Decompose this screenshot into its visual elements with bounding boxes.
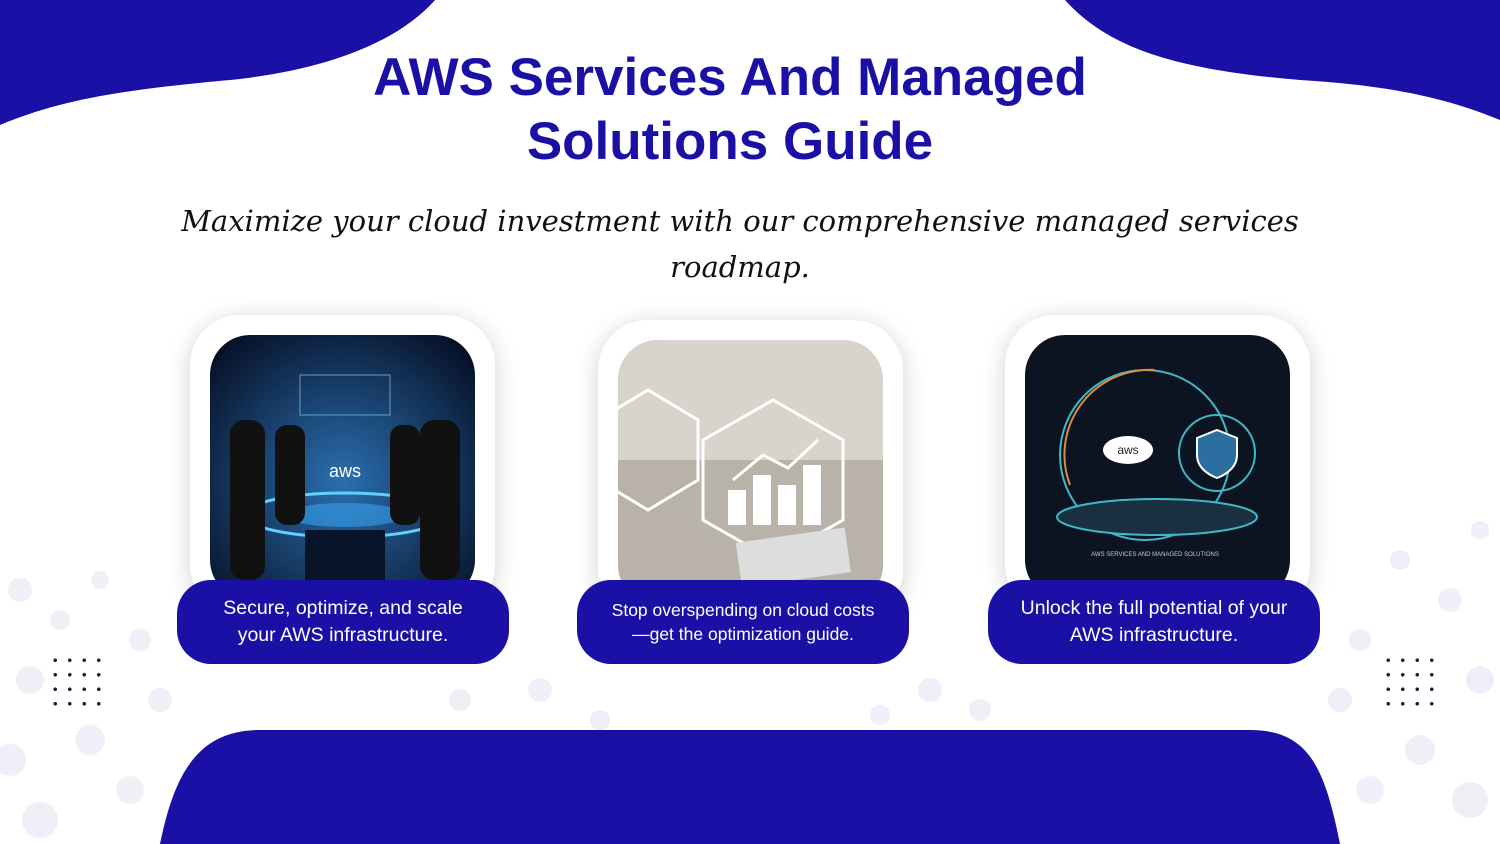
svg-text:aws: aws <box>1117 443 1138 457</box>
svg-text:aws: aws <box>329 461 361 481</box>
analytics-chart-image <box>618 340 883 605</box>
card-cost <box>598 320 903 620</box>
card-unlock: aws AWS SERVICES AND MANAGED SOLUTIONS <box>1005 315 1310 615</box>
team-aws-hologram-image: aws <box>210 335 475 600</box>
top-left-wave <box>0 0 435 125</box>
card-cost-caption: Stop overspending on cloud costs—get the… <box>577 580 909 664</box>
page-title: AWS Services And Managed Solutions Guide <box>330 46 1130 174</box>
aws-cloud-security-image: aws AWS SERVICES AND MANAGED SOLUTIONS <box>1025 335 1290 600</box>
title-line-1: AWS Services And Managed <box>373 48 1087 107</box>
bottom-wave <box>160 730 1340 844</box>
card-unlock-caption: Unlock the full potential of your AWS in… <box>988 580 1320 664</box>
card-secure: aws <box>190 315 495 615</box>
svg-text:AWS SERVICES AND MANAGED SOLUT: AWS SERVICES AND MANAGED SOLUTIONS <box>1091 552 1219 558</box>
title-line-2: Solutions Guide <box>526 112 934 171</box>
card-secure-caption: Secure, optimize, and scale your AWS inf… <box>177 580 509 664</box>
dot-grid-left <box>48 653 110 715</box>
bubble-pattern <box>0 521 1494 838</box>
dot-grid-right <box>1381 653 1443 715</box>
top-right-wave <box>1065 0 1500 120</box>
subtitle: Maximize your cloud investment with our … <box>181 204 1299 284</box>
